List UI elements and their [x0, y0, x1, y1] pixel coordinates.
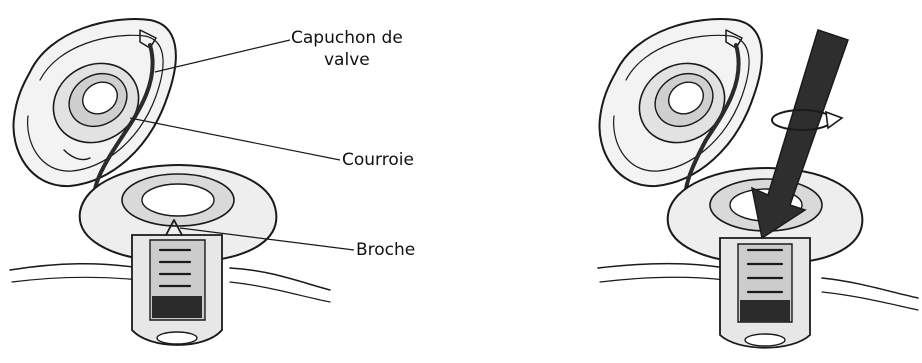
valve-cap-label-line1: Capuchon de	[291, 28, 403, 48]
valve-body	[80, 165, 277, 345]
strap-label: Courroie	[342, 150, 414, 170]
valve-cap-label-line2: valve	[324, 50, 370, 70]
right-valve-illustration	[598, 19, 918, 348]
pin-label: Broche	[356, 240, 415, 260]
left-valve-illustration	[10, 19, 354, 345]
